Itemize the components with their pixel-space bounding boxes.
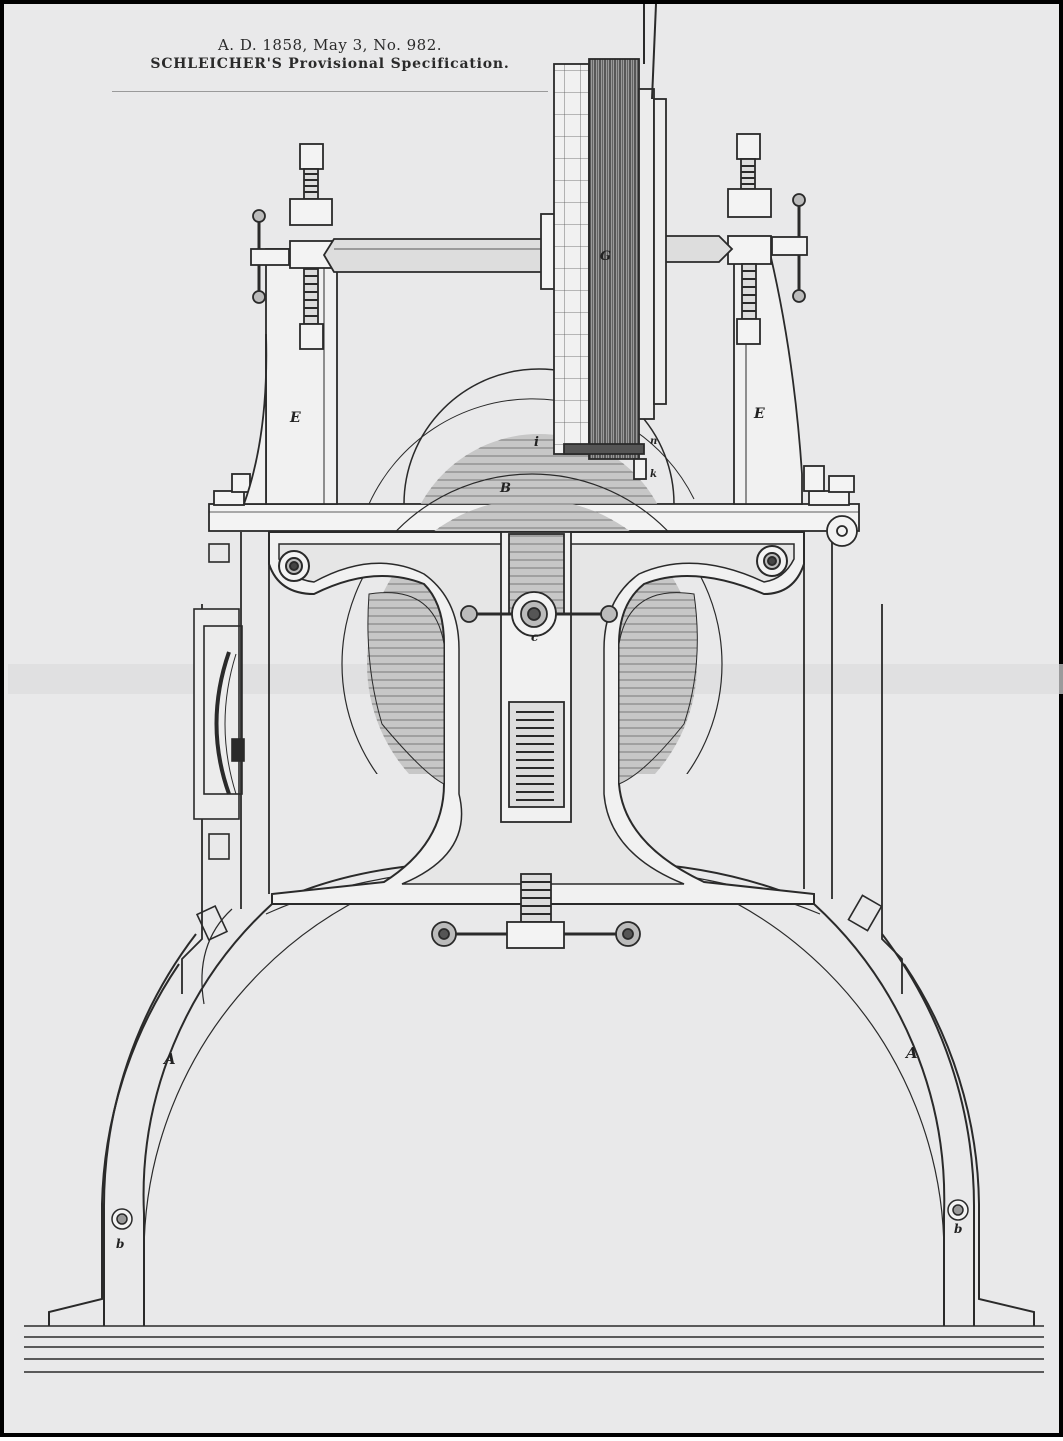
machine-elevation-drawing: A A E E B G c b b i n k — [8, 4, 1063, 1373]
label-mark-n: n — [650, 436, 657, 447]
label-frame-right: A — [904, 1044, 918, 1062]
central-slide — [460, 531, 618, 823]
title-specification-line: SCHLEICHER'S Provisional Specification. — [150, 56, 510, 72]
lower-screw — [431, 873, 641, 949]
wheel-g — [553, 4, 667, 480]
label-bracket-right: E — [753, 406, 765, 422]
label-frame-left: A — [162, 1050, 176, 1068]
side-bracket — [193, 543, 883, 941]
label-bracket-left: E — [289, 410, 301, 426]
label-screw-center: c — [531, 630, 539, 644]
axle — [322, 213, 734, 290]
label-bolt-left: b — [116, 1237, 124, 1251]
title-date-line: A. D. 1858, May 3, No. 982. — [217, 36, 443, 54]
disc-rings — [367, 592, 698, 785]
base-rails — [24, 1325, 1044, 1373]
label-wheel: G — [600, 249, 611, 264]
label-bolt-right: b — [954, 1222, 962, 1236]
title-block: A. D. 1858, May 3, No. 982. SCHLEICHER'S… — [112, 18, 548, 92]
label-mark-k: k — [650, 469, 657, 480]
bolts — [111, 1199, 969, 1230]
label-disc: B — [499, 481, 511, 496]
label-mark-i: i — [534, 435, 539, 450]
adjust-screws — [250, 133, 808, 350]
